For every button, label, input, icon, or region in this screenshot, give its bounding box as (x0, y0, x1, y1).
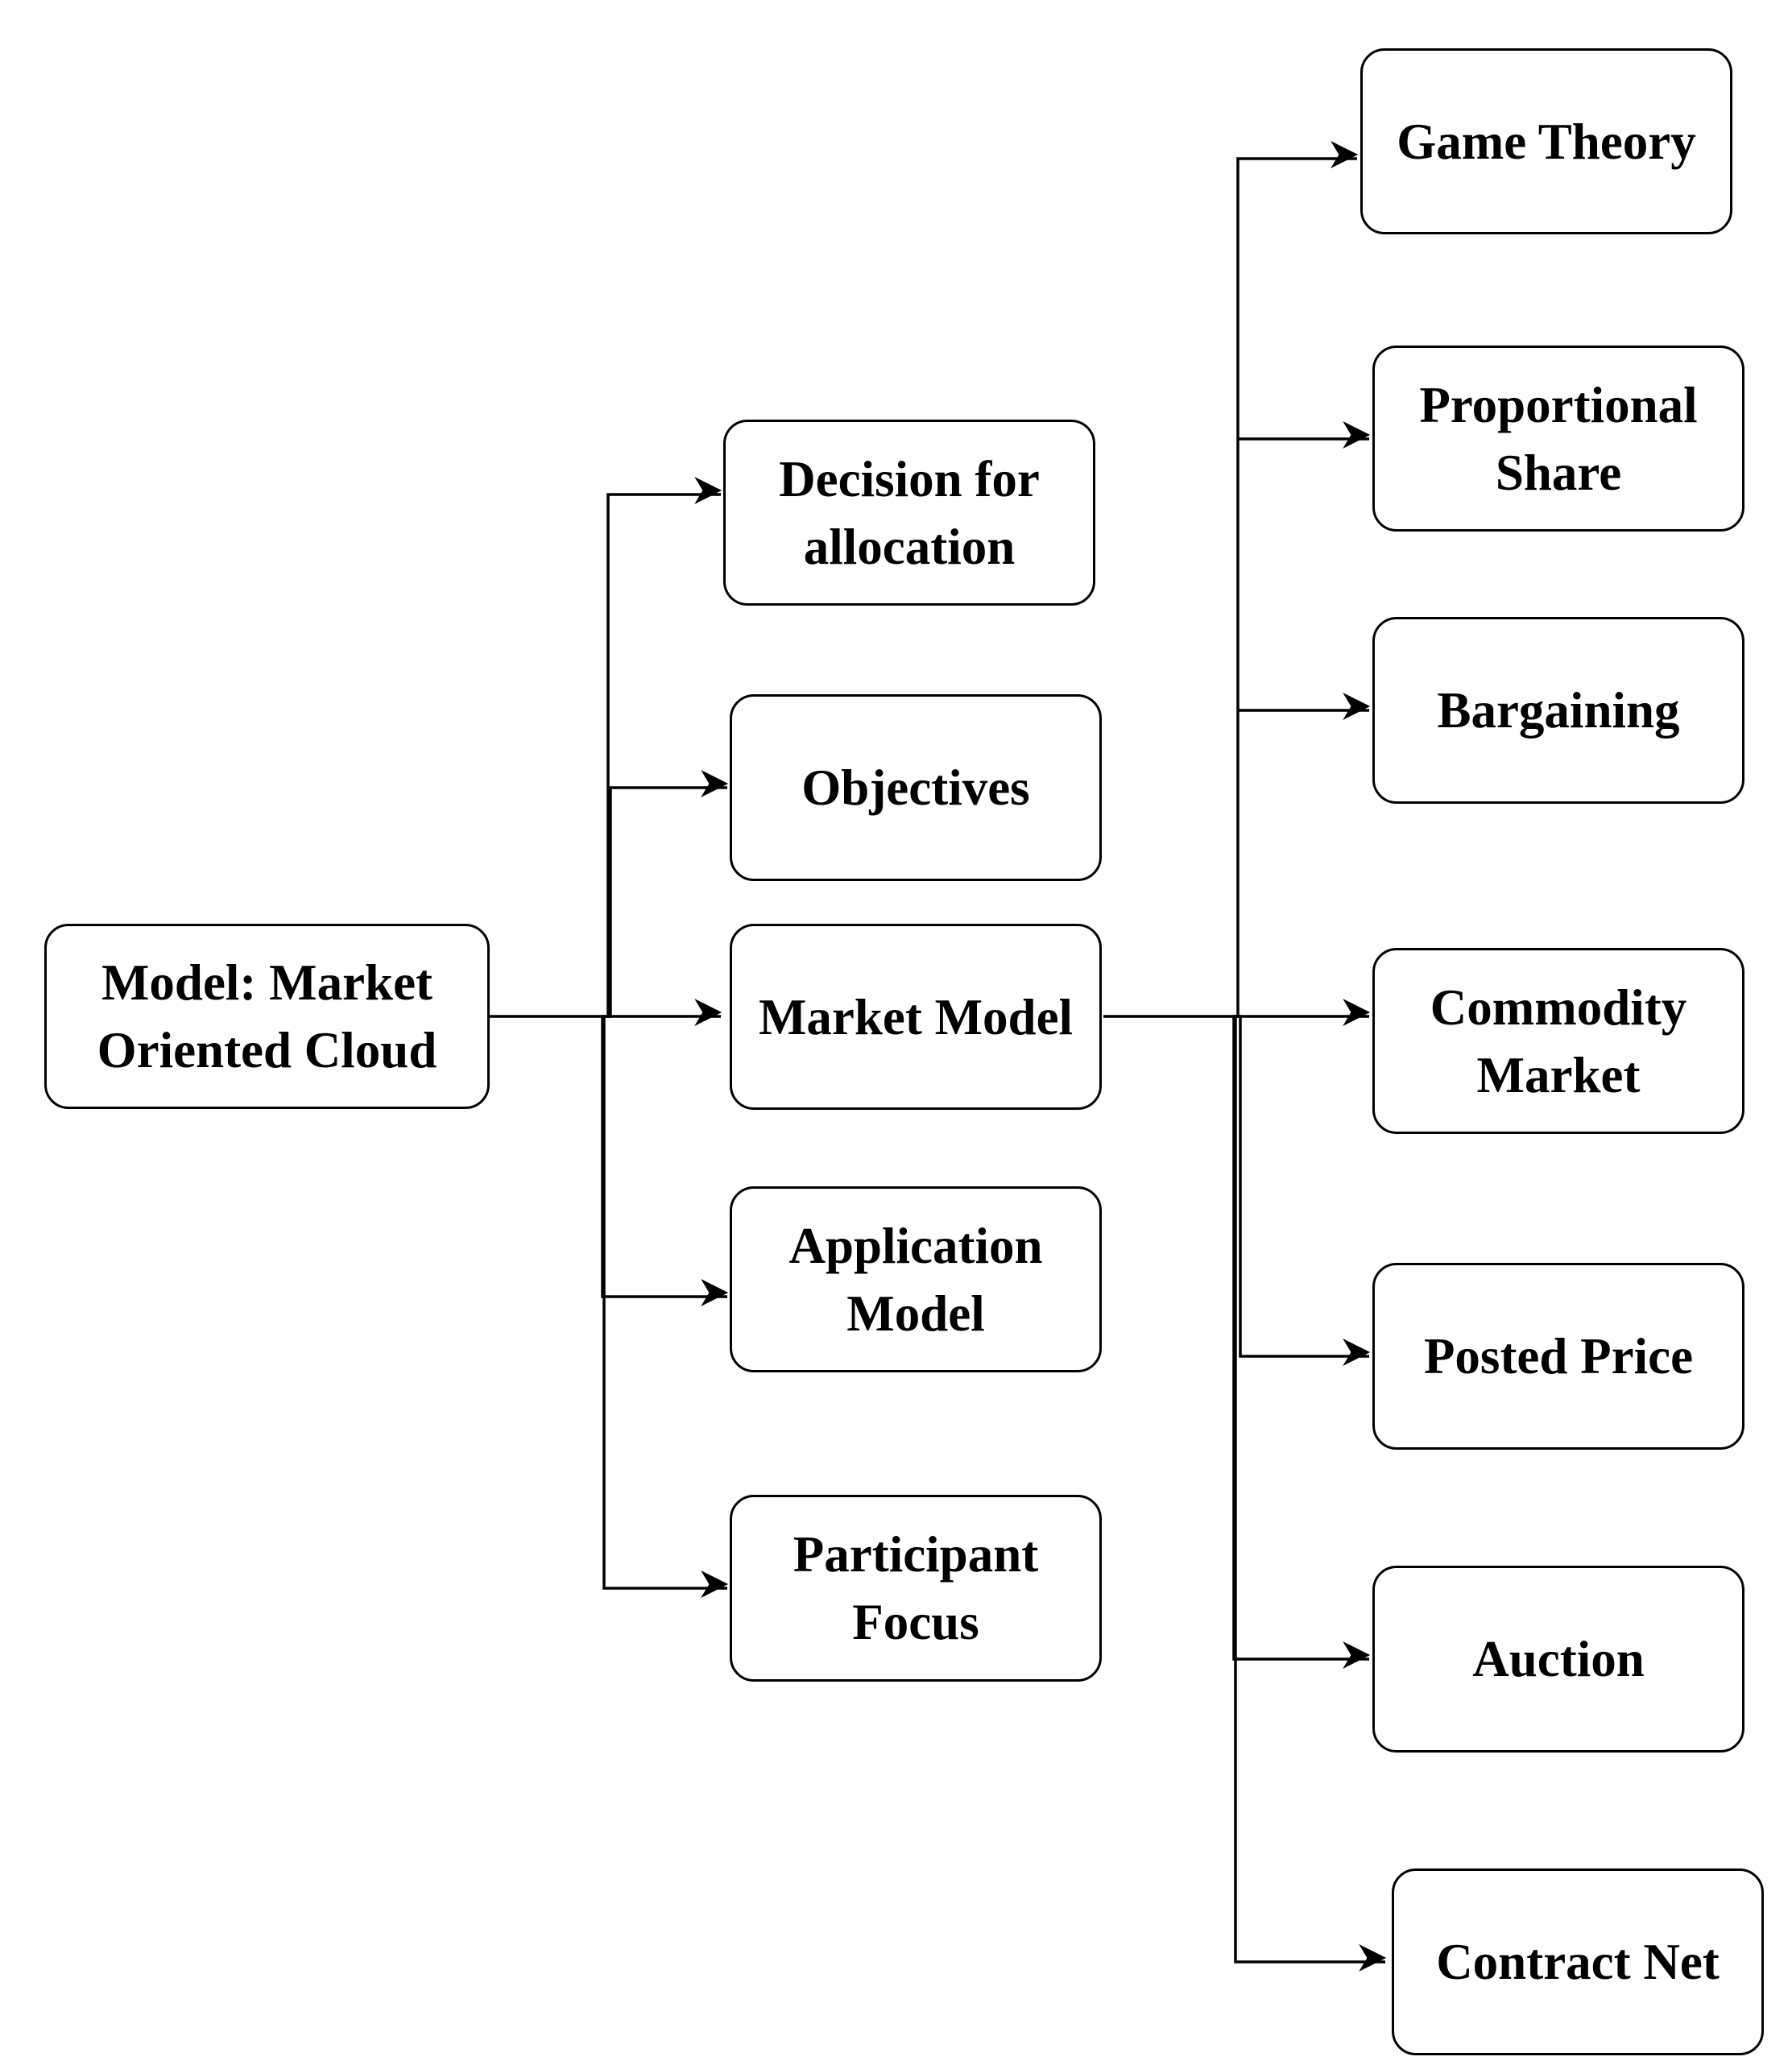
decision-for-allocation-label: Decision for allocation (779, 450, 1040, 575)
commodity-market-node: Commodity Market (1372, 948, 1744, 1134)
edge-root-to-participant-focus (602, 1015, 729, 1599)
objectives-label: Objectives (801, 759, 1030, 816)
decision-for-allocation-node: Decision for allocation (723, 420, 1095, 606)
market-model-label: Market Model (758, 988, 1074, 1045)
posted-price-node: Posted Price (1372, 1263, 1744, 1450)
contract-net-node: Contract Net (1392, 1868, 1764, 2055)
auction-node: Auction (1372, 1566, 1744, 1753)
participant-focus-label: Participant Focus (793, 1526, 1039, 1650)
edge-market-model-to-posted-price (1238, 1015, 1371, 1367)
edge-market-model-to-auction (1232, 1015, 1371, 1670)
participant-focus-node: Participant Focus (730, 1495, 1102, 1682)
game-theory-node: Game Theory (1360, 48, 1732, 234)
commodity-market-label: Commodity Market (1430, 979, 1687, 1103)
edge-market-model-to-game-theory (1103, 141, 1359, 1018)
bargaining-node: Bargaining (1372, 617, 1744, 804)
game-theory-label: Game Theory (1397, 113, 1696, 170)
edge-market-model-to-contract-net (1234, 1015, 1387, 1972)
objectives-node: Objectives (730, 694, 1102, 881)
root-node: Model: Market Oriented Cloud (44, 924, 490, 1109)
market-model-connectors (1103, 141, 1387, 1972)
market-model-node: Market Model (730, 924, 1102, 1110)
edge-root-to-application-model (601, 1015, 729, 1307)
edge-root-to-objectives (608, 770, 729, 1018)
auction-label: Auction (1472, 1631, 1645, 1687)
bargaining-label: Bargaining (1437, 682, 1680, 739)
edge-root-to-decision (489, 477, 722, 1018)
root-connectors (489, 477, 729, 1599)
contract-net-label: Contract Net (1436, 1934, 1720, 1990)
application-model-node: Application Model (730, 1186, 1102, 1372)
posted-price-label: Posted Price (1423, 1328, 1694, 1384)
application-model-label: Application Model (788, 1217, 1043, 1342)
proportional-share-label: Proportional Share (1419, 376, 1698, 501)
proportional-share-node: Proportional Share (1372, 346, 1744, 532)
root-node-label: Model: Market Oriented Cloud (97, 954, 437, 1078)
